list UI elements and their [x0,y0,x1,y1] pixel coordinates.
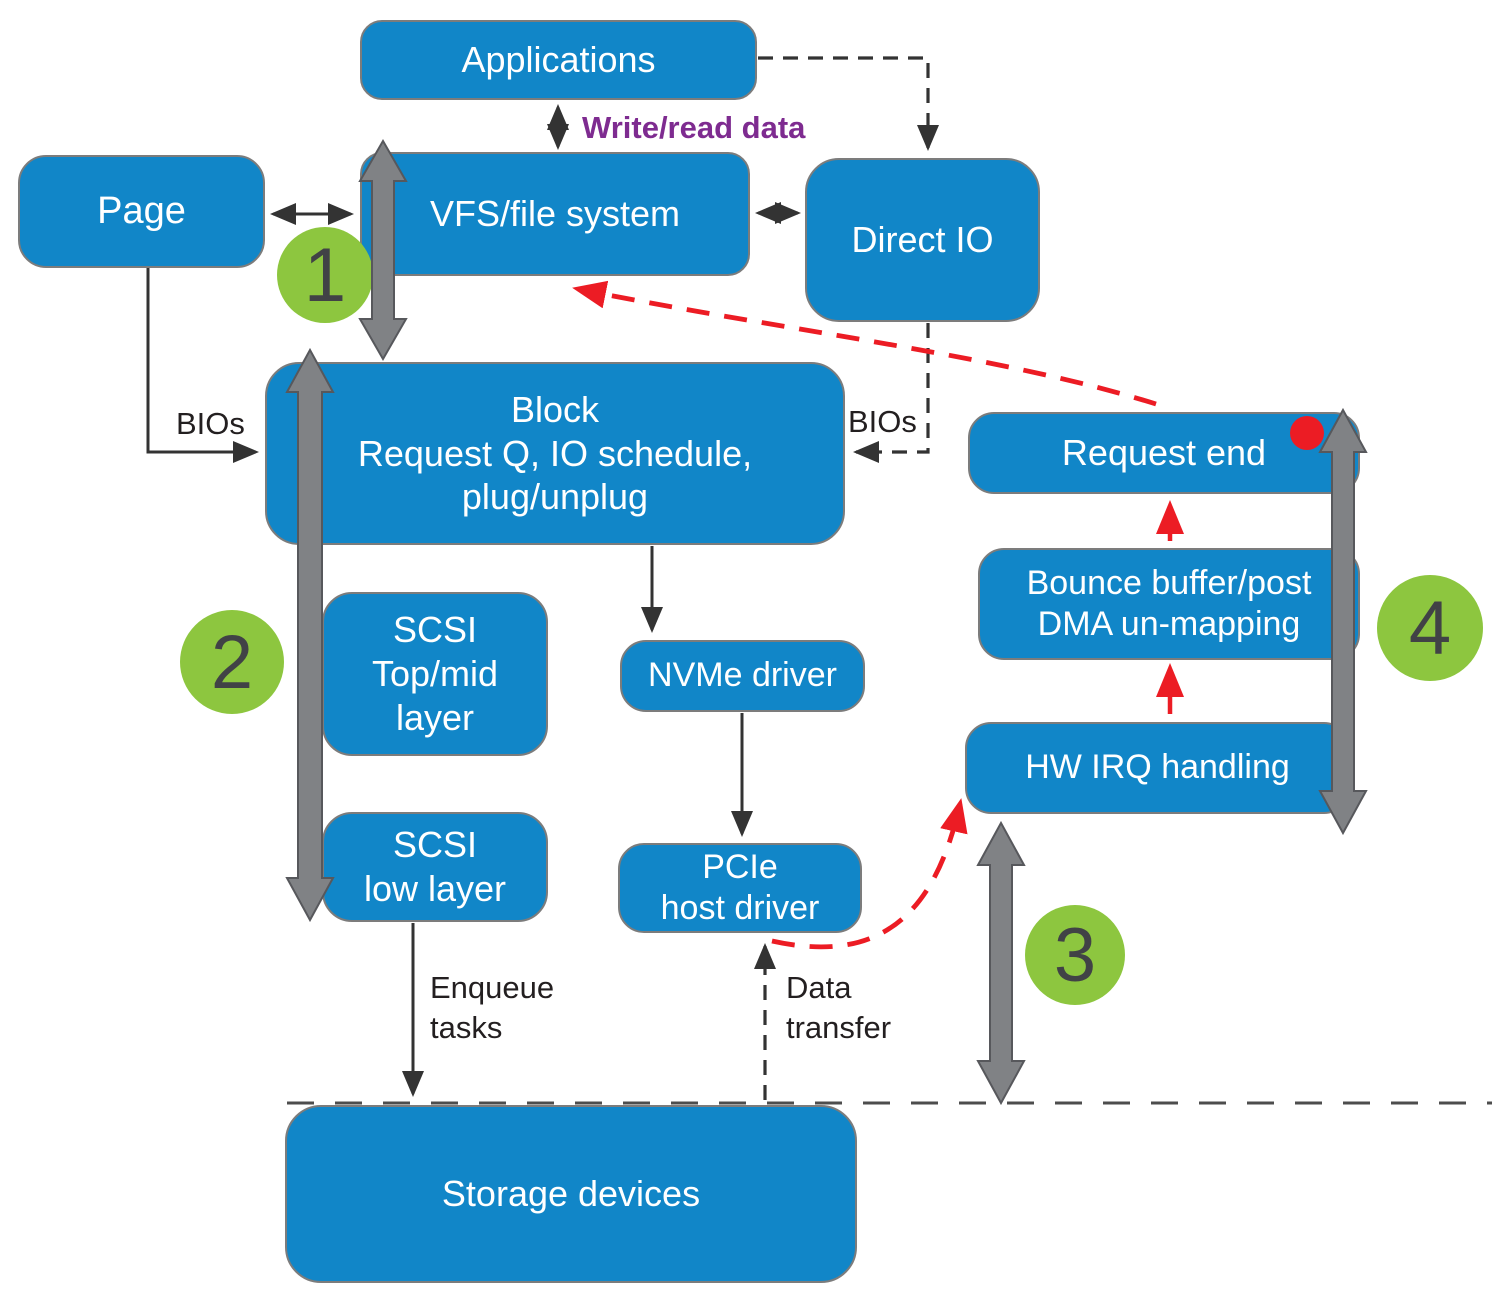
box-label: Request end [1061,432,1267,474]
box-pcie-host-driver: PCIe host driver [618,843,862,933]
label-data-transfer: Data transfer [786,968,891,1049]
box-label: Top/mid [371,653,499,695]
box-label: Block [510,388,600,430]
step-number: 2 [210,619,254,705]
step-circle-3: 3 [1025,905,1125,1005]
box-vfs-file-system: VFS/file system [360,152,750,276]
thick-arrow-step4 [1318,407,1368,836]
label-line: transfer [786,1010,892,1046]
step-circle-2: 2 [180,610,284,714]
box-label: host driver [660,889,820,927]
box-block-layer: Block Request Q, IO schedule, plug/unplu… [265,362,845,545]
label-bios-left: BIOs [176,406,245,441]
box-storage-devices: Storage devices [285,1105,857,1283]
label-line: tasks [430,1010,503,1046]
box-label: NVMe driver [648,656,837,695]
box-direct-io: Direct IO [805,158,1040,322]
arrow-page-bios-to-block [146,268,259,463]
box-label: DMA un-mapping [1037,605,1301,643]
box-label: SCSI [392,609,478,651]
step-number: 4 [1408,585,1452,671]
box-label: Storage devices [441,1173,701,1215]
thick-arrow-step3 [976,820,1026,1106]
box-page: Page [18,155,265,268]
completion-dot [1290,416,1324,450]
curve-pcie-to-hwirq [771,798,968,950]
box-hw-irq-handling: HW IRQ handling [965,722,1350,814]
box-label: low layer [363,868,507,909]
arrow-direct-io-bios-to-block-dashed [853,323,930,463]
thick-arrow-step2 [285,347,335,923]
box-label: Request Q, IO schedule, [357,432,753,474]
step-number: 3 [1053,912,1097,998]
label-line: Enqueue [430,970,555,1005]
box-applications: Applications [360,20,757,100]
step-circle-4: 4 [1377,575,1483,681]
arrow-applications-direct-io-dashed [758,56,939,151]
label-enqueue-tasks: Enqueue tasks [430,968,554,1049]
box-label: PCIe [702,847,778,886]
box-label: layer [395,696,475,738]
box-label: Direct IO [851,219,994,261]
box-label: Bounce buffer/post [1026,563,1312,602]
box-label: HW IRQ handling [1025,748,1290,787]
box-nvme-driver: NVMe driver [620,640,865,712]
box-label: plug/unplug [461,476,649,518]
box-label: Applications [461,39,656,81]
box-label: Page [97,190,186,233]
box-label: SCSI [392,824,478,866]
box-label: VFS/file system [429,193,681,235]
label-bios-right: BIOs [848,404,917,439]
step-circle-1: 1 [277,227,373,323]
step-number: 1 [303,232,347,318]
label-line: Data [786,970,852,1005]
thick-arrow-step1 [358,138,408,362]
label-write-read-data: Write/read data [582,110,806,145]
curve-request-end-to-vfs [572,280,1157,407]
box-bounce-buffer-dma-unmapping: Bounce buffer/post DMA un-mapping [978,548,1360,660]
